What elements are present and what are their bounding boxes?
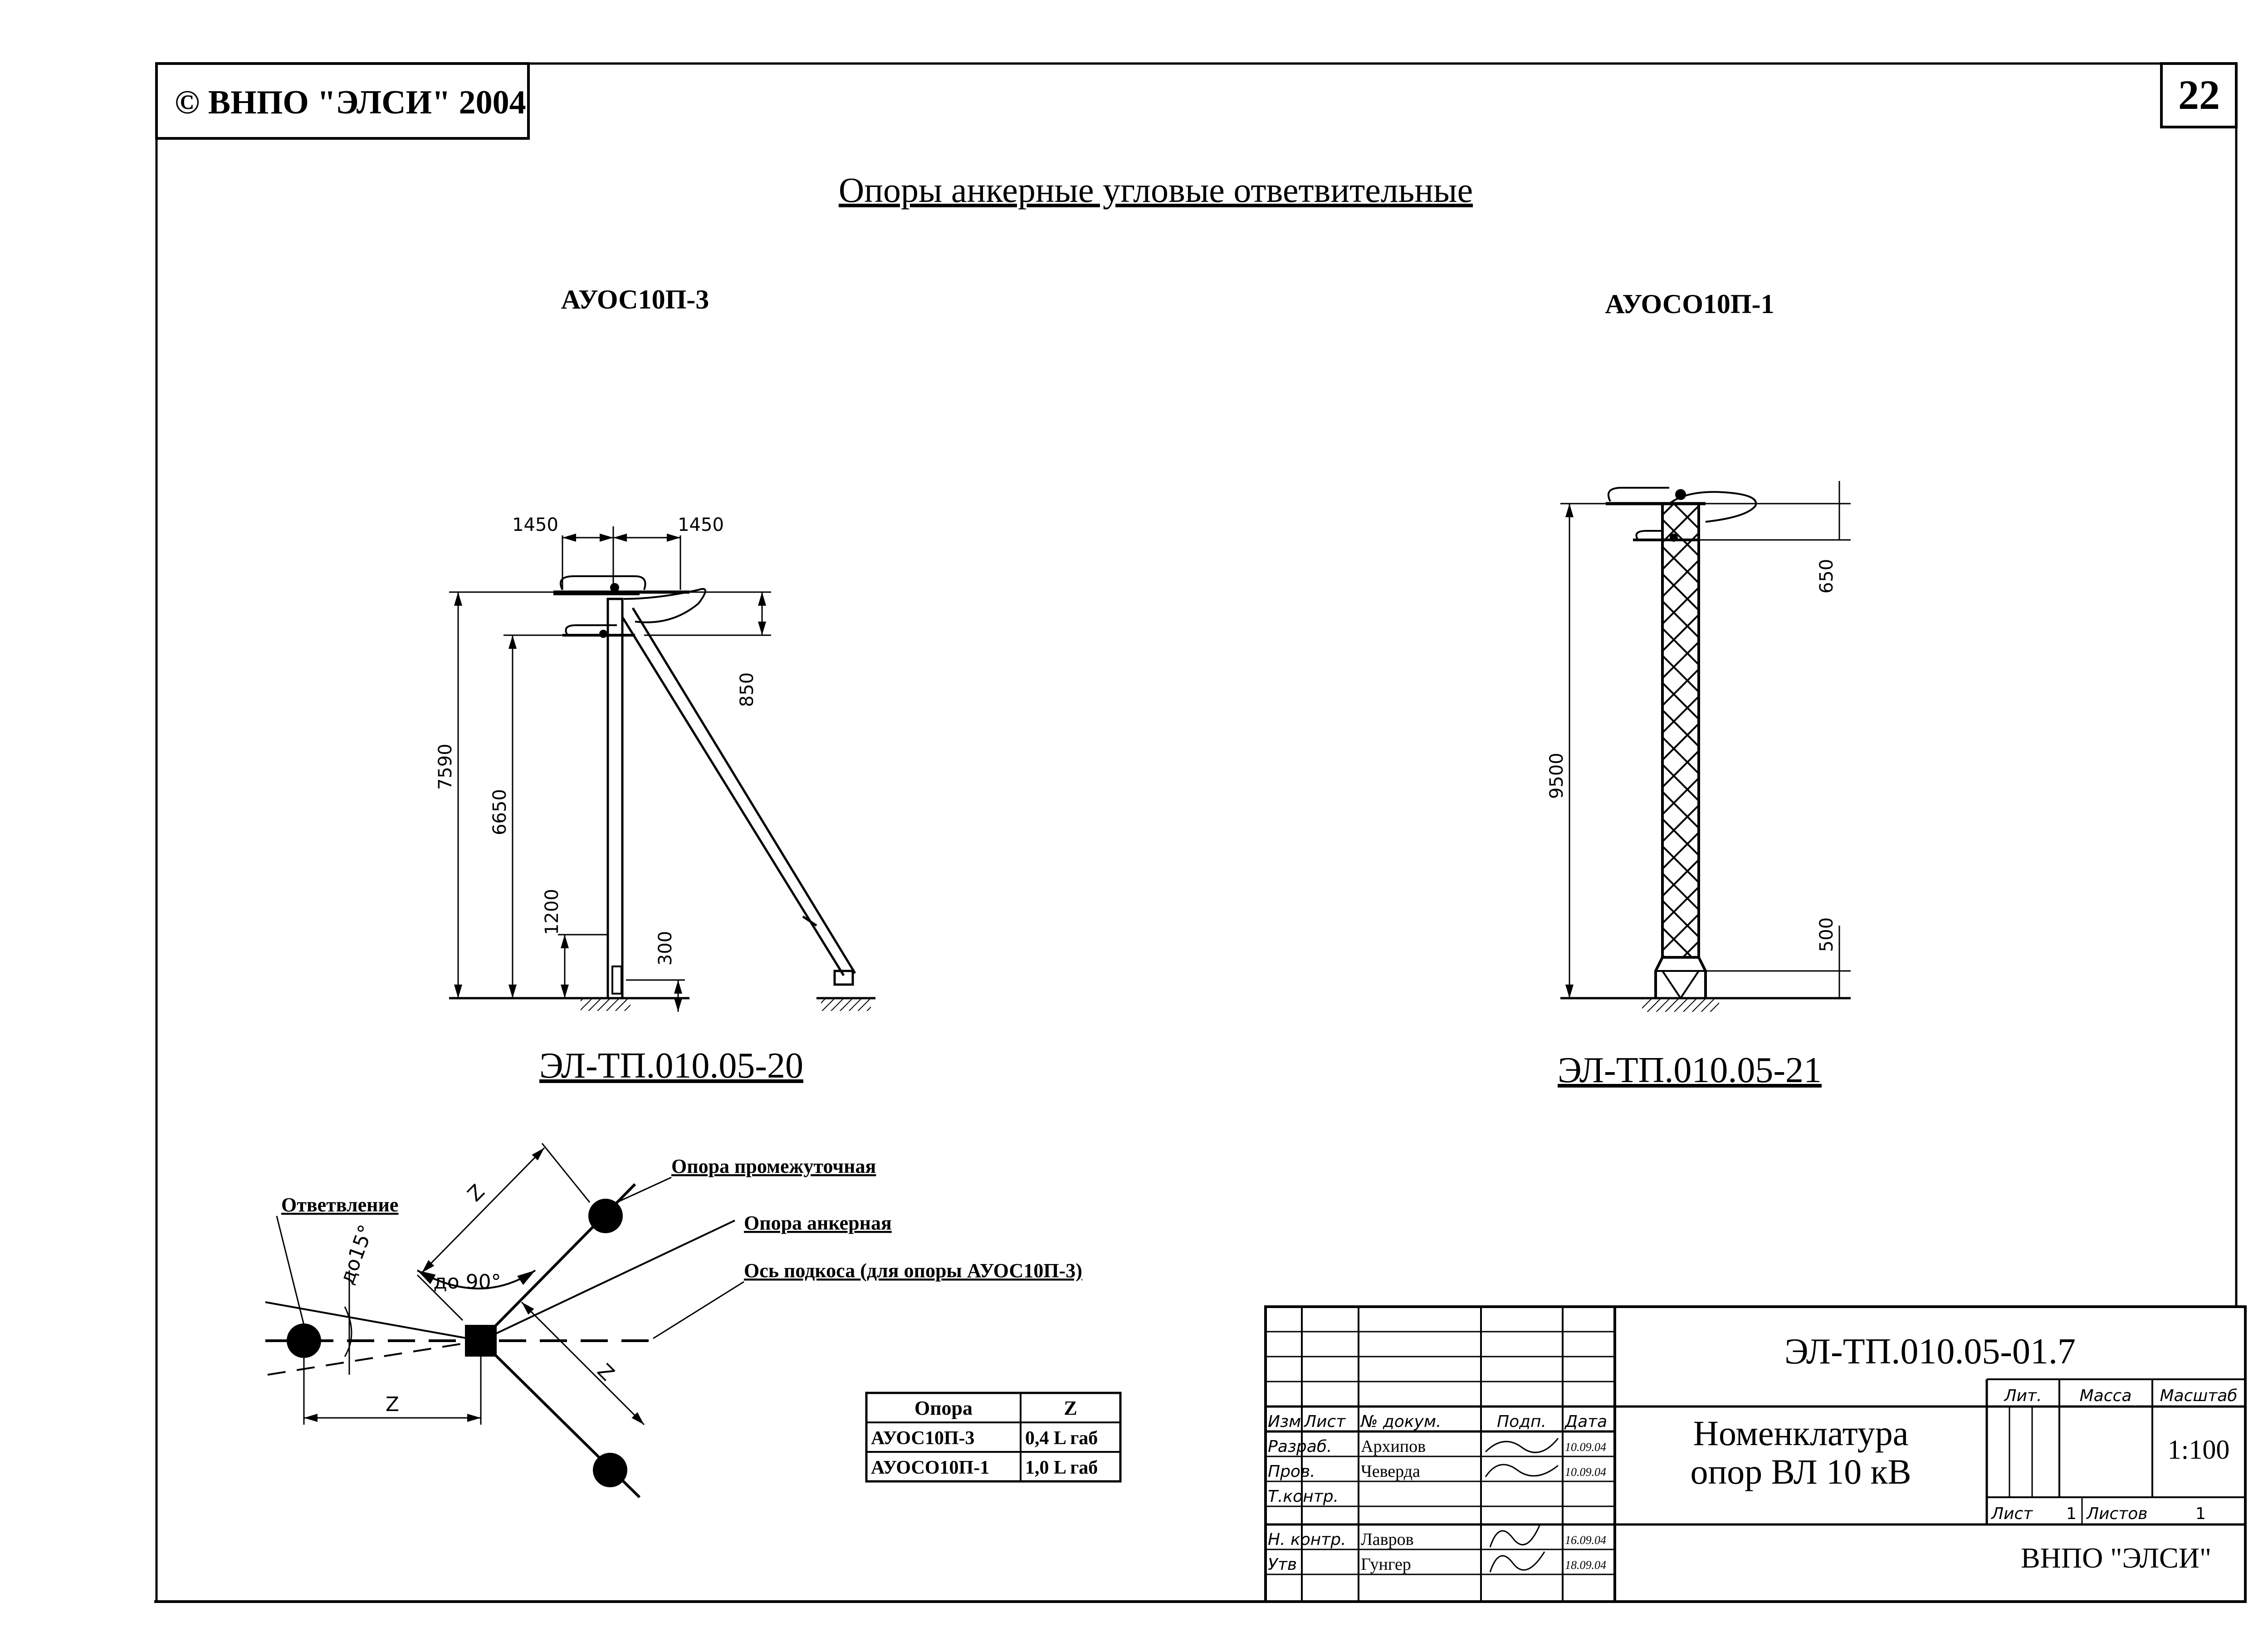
doc-title-line2: опор ВЛ 10 кВ <box>1690 1452 1911 1491</box>
layout-scheme: до 90° до15° Z Z Z Ответвление Опора про… <box>265 1143 1082 1499</box>
h-podp: Подп. <box>1497 1412 1546 1431</box>
z-table: Опора Z АУОС10П-3 0,4 L габ АУОСО10П-1 1… <box>865 1392 1122 1483</box>
dim-650: 650 <box>1816 559 1837 593</box>
intermediate-support-top <box>588 1199 623 1233</box>
name-prov: Чеверда <box>1361 1462 1420 1481</box>
dim-300: 300 <box>655 931 676 966</box>
support-right-code: ЭЛ-ТП.010.05-21 <box>1558 1050 1822 1090</box>
page-number: 22 <box>2178 72 2220 118</box>
date-utv: 18.09.04 <box>1565 1559 1606 1572</box>
dim-500: 500 <box>1816 917 1837 952</box>
h-izm: Изм <box>1268 1412 1301 1431</box>
org-name: ВНПО "ЭЛСИ" <box>2021 1542 2211 1574</box>
name-nkontr: Лавров <box>1361 1530 1414 1549</box>
dim-1450-right: 1450 <box>678 515 724 535</box>
z-table-header-z: Z <box>1064 1397 1077 1419</box>
signature-utv <box>1489 1551 1545 1573</box>
anchor-support <box>465 1325 497 1357</box>
h-ndoc: № докум. <box>1360 1412 1441 1431</box>
copyright-text: © ВНПО "ЭЛСИ" 2004 <box>175 84 526 121</box>
z-table-row1-z: 0,4 L габ <box>1025 1428 1098 1449</box>
date-razrab: 10.09.04 <box>1565 1441 1606 1454</box>
angle-90: до 90° <box>433 1270 501 1294</box>
row-prov: Пров. <box>1268 1462 1315 1481</box>
branch-support <box>287 1323 321 1358</box>
dim-1450-left: 1450 <box>512 515 558 535</box>
intermediate-support-bottom <box>593 1453 627 1487</box>
date-prov: 10.09.04 <box>1565 1465 1606 1479</box>
name-utv: Гунгер <box>1361 1555 1411 1574</box>
listov-label: Листов <box>2086 1505 2147 1523</box>
label-branch: Ответвление <box>281 1194 398 1216</box>
row-razrab: Разраб. <box>1268 1437 1332 1456</box>
list-label: Лист <box>1990 1505 2033 1523</box>
page-number-box: 22 <box>2160 62 2238 128</box>
label-axis: Ось подкоса (для опоры АУОС10П-3) <box>744 1260 1082 1282</box>
dim-6650: 6650 <box>489 789 510 835</box>
z-table-row1-support: АУОС10П-3 <box>871 1428 975 1449</box>
name-razrab: Архипов <box>1361 1437 1426 1456</box>
doc-title-line1: Номенклатура <box>1693 1413 1909 1453</box>
angle-15: до15° <box>335 1222 378 1288</box>
copyright-box: © ВНПО "ЭЛСИ" 2004 <box>155 62 530 140</box>
h-massa: Масса <box>2080 1387 2132 1405</box>
page-title: Опоры анкерные угловые ответвительные <box>839 170 1473 210</box>
dim-850: 850 <box>737 672 758 707</box>
title-block <box>1264 1305 2247 1603</box>
z-dim-horizontal: Z <box>386 1393 399 1416</box>
title-block-text: ЭЛ-ТП.010.05-01.7 Номенклатура опор ВЛ 1… <box>1268 1332 2238 1574</box>
row-tkontr: Т.контр. <box>1268 1487 1339 1506</box>
support-left-name: АУОС10П-3 <box>561 284 709 314</box>
support-left-code: ЭЛ-ТП.010.05-20 <box>539 1046 803 1086</box>
h-list: Лист <box>1303 1412 1346 1431</box>
h-lit: Лит. <box>2004 1387 2042 1405</box>
label-anchor: Опора анкерная <box>744 1212 892 1234</box>
list-value: 1 <box>2066 1505 2077 1523</box>
date-nkontr: 16.09.04 <box>1565 1534 1606 1547</box>
listov-value: 1 <box>2195 1505 2206 1523</box>
z-dim-upper: Z <box>463 1180 489 1206</box>
signature-nkontr <box>1489 1524 1541 1548</box>
dim-9500: 9500 <box>1546 753 1567 799</box>
z-table-header-support: Опора <box>914 1397 973 1419</box>
scale-value: 1:100 <box>2168 1435 2230 1465</box>
h-masshtab: Масштаб <box>2160 1387 2237 1405</box>
z-dim-lower: Z <box>593 1359 619 1385</box>
support-right-drawing: АУОСО10П-1 9500 650 500 ЭЛ-ТП.010.05-21 <box>1546 289 1851 1090</box>
dim-1200: 1200 <box>542 889 562 935</box>
z-table-row2-support: АУОСО10П-1 <box>871 1457 989 1478</box>
row-nkontr: Н. контр. <box>1268 1530 1346 1549</box>
signature-razrab <box>1485 1438 1559 1453</box>
support-left-drawing: АУОС10П-3 1450 1450 759 <box>435 284 875 1086</box>
support-right-name: АУОСО10П-1 <box>1605 289 1774 319</box>
z-table-row2-z: 1,0 L габ <box>1025 1457 1098 1478</box>
doc-code: ЭЛ-ТП.010.05-01.7 <box>1784 1332 2076 1372</box>
row-utv: Утв <box>1268 1555 1297 1574</box>
label-intermediate: Опора промежуточная <box>671 1155 876 1177</box>
signature-prov <box>1485 1464 1559 1477</box>
dim-7590: 7590 <box>435 744 456 790</box>
h-data: Дата <box>1564 1412 1607 1431</box>
